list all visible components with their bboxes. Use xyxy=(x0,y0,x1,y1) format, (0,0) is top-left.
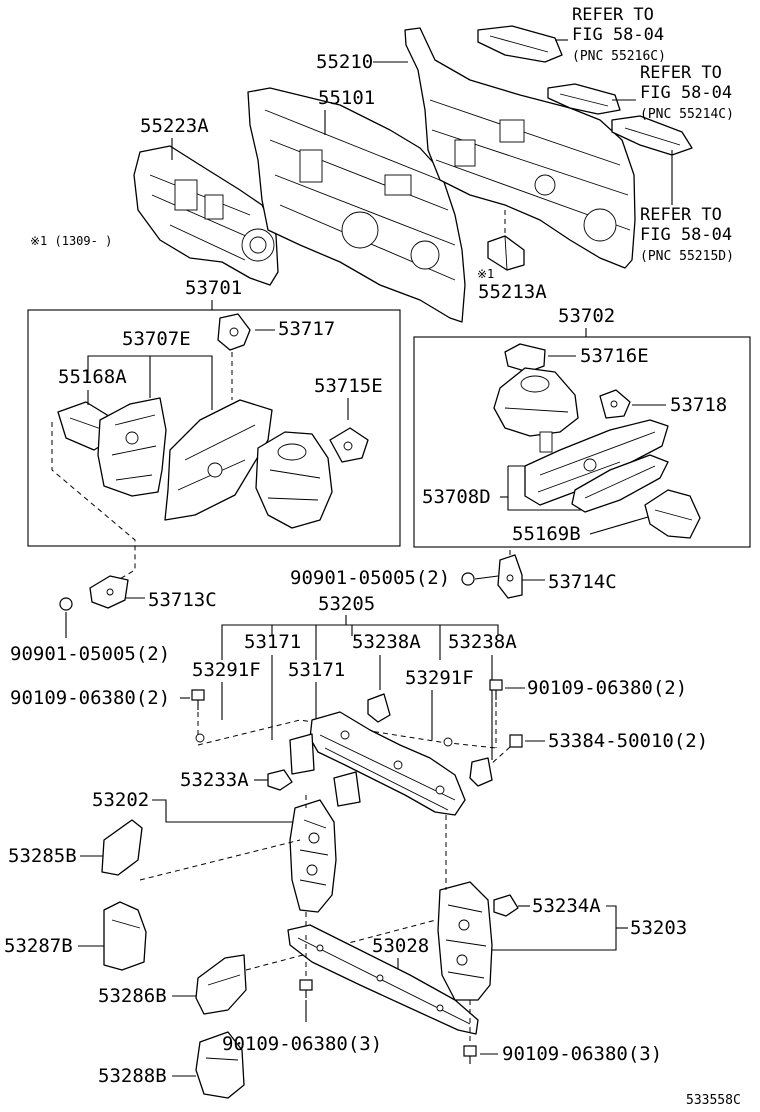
label-53028: 53028 xyxy=(372,935,429,957)
part-53718-shape[interactable] xyxy=(599,389,631,419)
group-box-53701 xyxy=(27,309,401,547)
part-53288B-shape[interactable] xyxy=(195,1031,245,1099)
figure-id: 533558C xyxy=(686,1093,741,1108)
refer3-line2: FIG 58-04 xyxy=(640,225,732,245)
part-53714C-shape[interactable] xyxy=(497,554,523,599)
part-53716E-shape[interactable] xyxy=(504,343,546,373)
label-53171-b: 53171 xyxy=(288,659,345,681)
label-90901-right: 90901-05005(2) xyxy=(290,567,450,589)
refer-part-55216C-shape[interactable] xyxy=(477,25,563,63)
label-53707E: 53707E xyxy=(122,328,191,350)
clip-53384[interactable] xyxy=(509,734,523,748)
label-53205: 53205 xyxy=(318,593,375,615)
label-53238A-a: 53238A xyxy=(352,631,421,653)
label-55223A: 55223A xyxy=(140,115,209,137)
part-53233A-shape[interactable] xyxy=(267,769,293,791)
label-53291F-a: 53291F xyxy=(192,659,261,681)
part-53203-shape[interactable] xyxy=(437,881,493,1001)
label-55210: 55210 xyxy=(316,51,373,73)
refer2-line1: REFER TO xyxy=(640,63,722,83)
part-53713C-shape[interactable] xyxy=(89,575,129,609)
label-55101: 55101 xyxy=(318,87,375,109)
label-55213A: 55213A xyxy=(478,281,547,303)
label-53234A: 53234A xyxy=(532,895,601,917)
label-53202: 53202 xyxy=(92,789,149,811)
label-53713C: 53713C xyxy=(148,589,217,611)
suspension-tower-right-shape[interactable] xyxy=(493,367,579,453)
part-53202-shape[interactable] xyxy=(289,799,337,913)
bolt-90109-left[interactable] xyxy=(191,689,205,710)
bolt-90109-bottom-right[interactable] xyxy=(463,1045,477,1064)
part-53285B-shape[interactable] xyxy=(101,819,143,876)
label-53718: 53718 xyxy=(670,394,727,416)
label-53286B: 53286B xyxy=(98,985,167,1007)
label-53285B: 53285B xyxy=(8,845,77,867)
label-90901-left: 90901-05005(2) xyxy=(10,643,170,665)
bolt-90109-bottom-left[interactable] xyxy=(299,979,313,998)
part-55213A-shape[interactable] xyxy=(487,235,525,271)
part-53238A-a-shape[interactable] xyxy=(367,693,391,723)
part-53707E-left-shape[interactable] xyxy=(97,397,167,497)
label-53716E: 53716E xyxy=(580,345,649,367)
part-53286B-shape[interactable] xyxy=(195,954,247,1015)
part-53234A-shape[interactable] xyxy=(493,894,519,917)
label-53238A-b: 53238A xyxy=(448,631,517,653)
label-90109-bottom-right: 90109-06380(3) xyxy=(502,1043,662,1065)
refer1-line1: REFER TO xyxy=(572,5,654,25)
bolt-90109-right[interactable] xyxy=(489,679,503,700)
nut-90901-left[interactable] xyxy=(59,597,73,611)
refer1-pnc: (PNC 55216C) xyxy=(572,49,666,64)
part-55169B-shape[interactable] xyxy=(644,489,701,539)
refer-part-55215D-shape[interactable] xyxy=(611,115,693,156)
label-90109-bottom-left: 90109-06380(3) xyxy=(222,1033,382,1055)
part-53028-shape[interactable] xyxy=(287,924,479,1035)
part-53238A-b-shape[interactable] xyxy=(469,757,493,787)
clip-53291F-b[interactable] xyxy=(443,737,453,747)
refer3-pnc: (PNC 55215D) xyxy=(640,249,734,264)
part-53205-shape[interactable] xyxy=(309,711,466,816)
note-1309: ※1 (1309- ) xyxy=(30,234,112,248)
refer1-line2: FIG 58-04 xyxy=(572,25,664,45)
label-53291F-b: 53291F xyxy=(405,667,474,689)
label-53203: 53203 xyxy=(630,917,687,939)
part-53707E-right-shape[interactable] xyxy=(164,399,273,521)
refer2-line2: FIG 58-04 xyxy=(640,83,732,103)
label-53708D: 53708D xyxy=(422,486,491,508)
label-55213A-mark: ※1 xyxy=(477,267,494,281)
part-53717-shape[interactable] xyxy=(217,313,251,351)
refer-part-55214C-shape[interactable] xyxy=(547,83,621,115)
part-53171-a-shape[interactable] xyxy=(289,733,315,775)
part-55210-shape[interactable] xyxy=(404,27,636,269)
nut-90901-right[interactable] xyxy=(461,572,475,586)
label-53701: 53701 xyxy=(185,277,242,299)
clip-53291F-a[interactable] xyxy=(195,733,205,743)
part-53715E-shape[interactable] xyxy=(329,427,369,463)
label-53702: 53702 xyxy=(558,305,615,327)
label-90109-right: 90109-06380(2) xyxy=(527,677,687,699)
label-53717: 53717 xyxy=(278,318,335,340)
group-box-53702 xyxy=(413,336,751,548)
label-90109-left: 90109-06380(2) xyxy=(10,687,170,709)
label-53233A: 53233A xyxy=(180,769,249,791)
label-55168A: 55168A xyxy=(58,366,127,388)
label-53171-a: 53171 xyxy=(244,631,301,653)
label-53715E: 53715E xyxy=(314,375,383,397)
refer2-pnc: (PNC 55214C) xyxy=(640,107,734,122)
suspension-tower-left-shape[interactable] xyxy=(255,431,333,529)
part-53708D-shape[interactable] xyxy=(524,419,669,506)
part-53171-b-shape[interactable] xyxy=(333,771,361,807)
label-55169B: 55169B xyxy=(512,523,581,545)
label-53384: 53384-50010(2) xyxy=(548,730,708,752)
label-53288B: 53288B xyxy=(98,1065,167,1087)
part-55101-shape[interactable] xyxy=(247,87,466,323)
part-55223A-shape[interactable] xyxy=(133,145,279,286)
refer3-line1: REFER TO xyxy=(640,205,722,225)
part-53708D-lower-shape[interactable] xyxy=(571,454,669,513)
label-53287B: 53287B xyxy=(4,935,73,957)
label-53714C: 53714C xyxy=(548,571,617,593)
part-53287B-shape[interactable] xyxy=(103,901,147,971)
